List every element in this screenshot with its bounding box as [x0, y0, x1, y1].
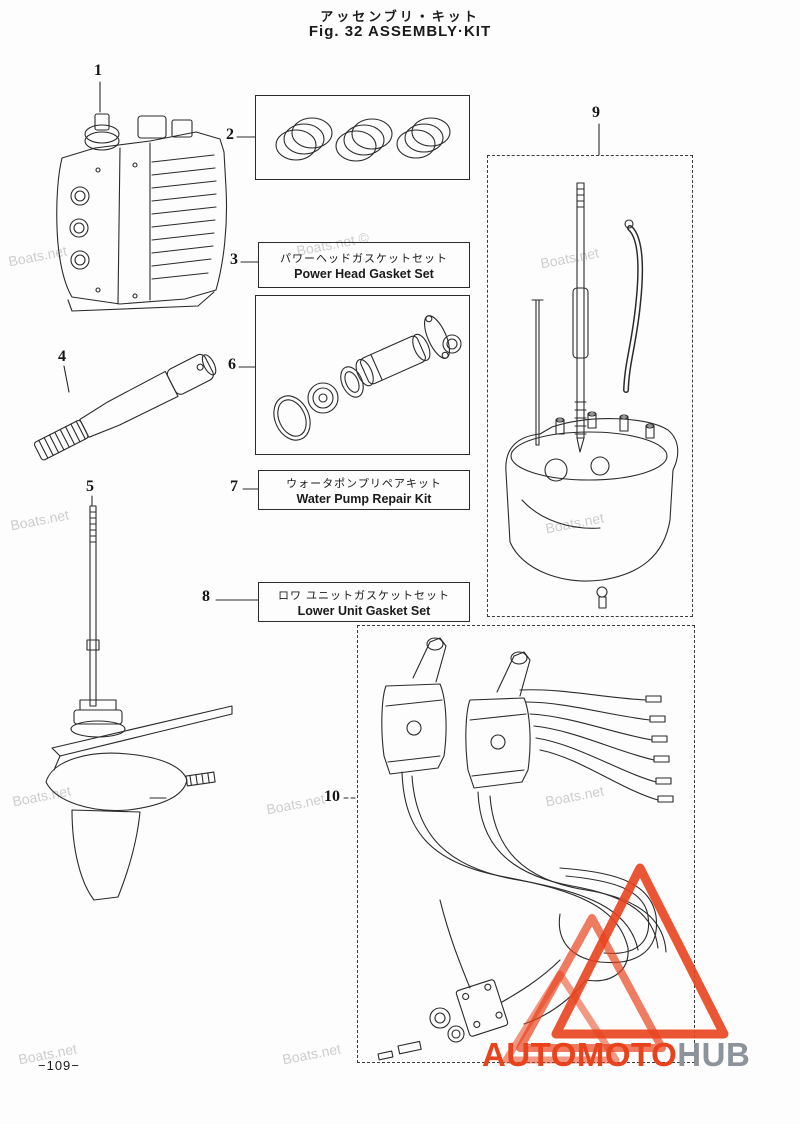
callout-5: 5 — [86, 478, 94, 495]
callout-9: 9 — [592, 104, 600, 121]
lower-unit-assembly-boundary — [487, 155, 693, 617]
power-head-gasket-set-english: Power Head Gasket Set — [294, 266, 434, 281]
piston-rings-box — [255, 95, 470, 180]
remote-control-assembly-boundary — [357, 625, 695, 1063]
logo-text-hub: HUB — [677, 1036, 751, 1073]
drive-shaft-drawing — [33, 353, 217, 461]
power-head-gasket-set-japanese: パワーヘッドガスケットセット — [280, 252, 448, 265]
lower-unit-gasket-set-japanese: ロワ ユニットガスケットセット — [277, 589, 451, 602]
callout-4: 4 — [58, 348, 66, 365]
water-pump-repair-kit-japanese: ウォータポンプリペアキット — [286, 477, 442, 490]
watermark: Boats.net — [11, 782, 73, 810]
lower-unit-gasket-set-english: Lower Unit Gasket Set — [297, 603, 431, 618]
callout-1: 1 — [94, 62, 102, 79]
callout-6: 6 — [228, 356, 236, 373]
water-pump-repair-kit-english: Water Pump Repair Kit — [296, 491, 432, 506]
watermark: Boats.net — [281, 1040, 343, 1068]
callout-3: 3 — [230, 251, 238, 268]
figure-title: Fig. 32 ASSEMBLY·KIT — [308, 23, 492, 40]
callout-10: 10 — [324, 788, 340, 805]
power-head-gasket-set-label: パワーヘッドガスケットセット Power Head Gasket Set — [258, 242, 470, 288]
lower-unit-drawing — [45, 505, 233, 901]
watermark: Boats.net — [9, 506, 71, 534]
powerhead-engine-drawing — [56, 113, 228, 312]
callout-2: 2 — [226, 126, 234, 143]
water-pump-repair-kit-label: ウォータポンプリペアキット Water Pump Repair Kit — [258, 470, 470, 510]
watermark: Boats.net — [7, 242, 69, 270]
callout-8: 8 — [202, 588, 210, 605]
automotohub-logo-text: AUTOMOTOHUB — [482, 1036, 750, 1074]
water-pump-box — [255, 295, 470, 455]
lower-unit-gasket-set-label: ロワ ユニットガスケットセット Lower Unit Gasket Set — [258, 582, 470, 622]
logo-text-automoto: AUTOMOTO — [482, 1036, 678, 1073]
page-title-japanese: アッセンブリ・キット — [320, 9, 480, 24]
callout-7: 7 — [230, 478, 238, 495]
page-number: −109− — [38, 1058, 80, 1073]
watermark: Boats.net — [265, 790, 327, 818]
